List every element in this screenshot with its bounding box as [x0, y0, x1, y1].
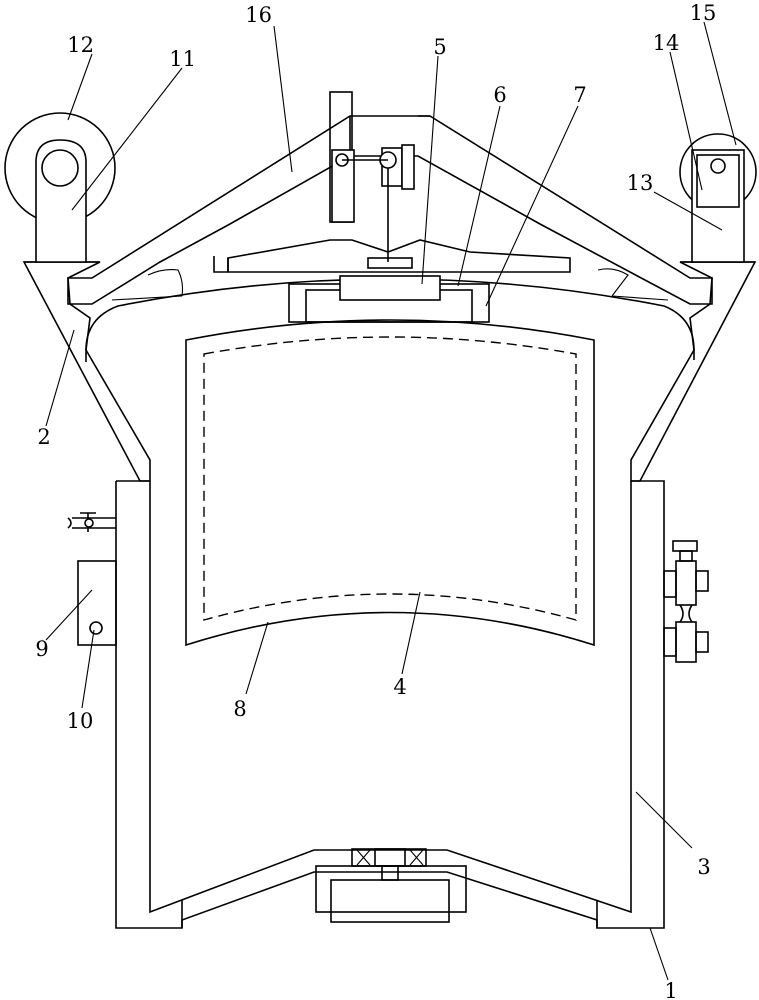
clamp-assembly [288, 275, 490, 323]
base-feet [181, 900, 598, 928]
label-6: 6 [493, 83, 506, 107]
label-1: 1 [664, 979, 677, 1000]
label-14: 14 [653, 31, 680, 55]
number-labels: 12 11 16 5 6 7 14 15 13 2 4 8 9 10 3 1 [35, 1, 716, 1000]
label-15: 15 [690, 1, 717, 25]
label-2: 2 [37, 425, 50, 449]
control-box [77, 560, 117, 646]
left-pulley [4, 112, 116, 263]
label-9: 9 [35, 637, 48, 661]
housing-body [115, 480, 665, 929]
right-pulley [679, 133, 757, 263]
label-3: 3 [697, 855, 710, 879]
label-16: 16 [245, 3, 272, 27]
label-10: 10 [67, 709, 94, 733]
bottom-motor [315, 848, 467, 923]
label-12: 12 [67, 33, 94, 57]
label-8: 8 [233, 697, 246, 721]
right-valve [663, 540, 709, 663]
label-11: 11 [169, 47, 196, 71]
left-valve [67, 512, 116, 532]
label-7: 7 [573, 83, 586, 107]
pivot-assembly [213, 91, 571, 273]
leader-lines [45, 21, 737, 981]
door-panel [185, 319, 595, 647]
label-5: 5 [433, 35, 446, 59]
label-13: 13 [627, 171, 654, 195]
label-4: 4 [393, 675, 406, 699]
